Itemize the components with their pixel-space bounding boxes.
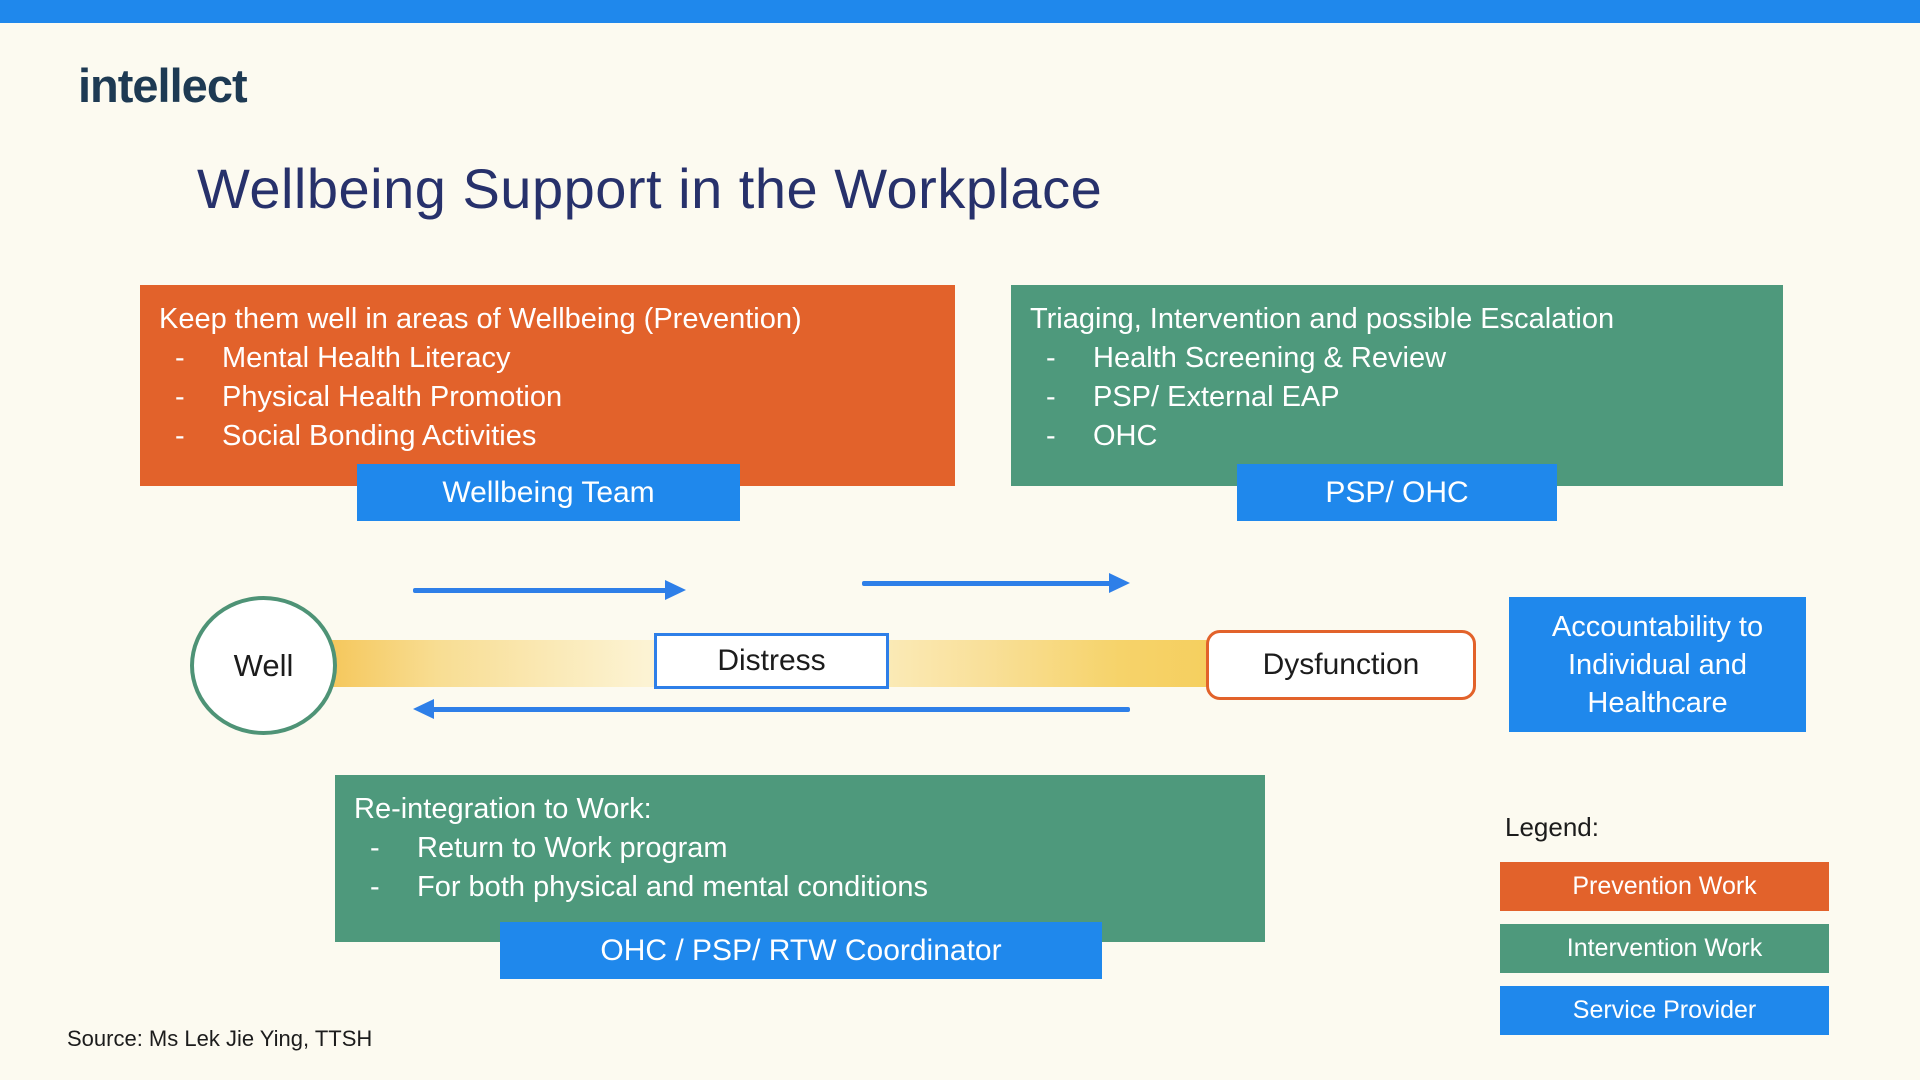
intervention-bullet: - PSP/ External EAP <box>1046 378 1764 417</box>
bullet-dash: - <box>175 342 185 374</box>
source-attribution: Source: Ms Lek Jie Ying, TTSH <box>67 1026 373 1051</box>
stage-well: Well <box>190 596 337 735</box>
reintegration-heading: Re-integration to Work: <box>354 793 652 825</box>
bullet-text: Health Screening & Review <box>1093 342 1447 374</box>
bullet-dash: - <box>370 871 380 903</box>
wellbeing-team-tag: Wellbeing Team <box>357 464 740 521</box>
bullet-dash: - <box>1046 420 1056 452</box>
bullet-text: Social Bonding Activities <box>222 420 537 452</box>
bullet-text: For both physical and mental conditions <box>417 871 929 903</box>
bullet-text: Physical Health Promotion <box>222 381 563 413</box>
arrow-shaft <box>431 707 1130 712</box>
psp-ohc-tag: PSP/ OHC <box>1237 464 1557 521</box>
slide-title: Wellbeing Support in the Workplace <box>197 157 1103 220</box>
intellect-logo: intellect <box>78 59 248 112</box>
legend-item-label: Prevention Work <box>1572 872 1757 900</box>
legend-item-intervention: Intervention Work <box>1500 924 1829 973</box>
bullet-dash: - <box>1046 342 1056 374</box>
arrow-head <box>1109 573 1130 593</box>
stage-distress: Distress <box>654 633 889 689</box>
legend-label: Legend: <box>1505 812 1599 842</box>
flow-arrow-right-icon <box>862 573 1130 593</box>
bullet-dash: - <box>175 381 185 413</box>
reintegration-bullet: - Return to Work program <box>370 829 1246 868</box>
legend-item-label: Intervention Work <box>1566 934 1763 962</box>
intervention-bullet: - OHC <box>1046 417 1764 456</box>
arrow-shaft <box>862 581 1112 586</box>
reintegration-bullet: - For both physical and mental condition… <box>370 868 1246 907</box>
stage-label: Distress <box>717 644 826 677</box>
arrow-head <box>413 699 434 719</box>
bullet-text: Return to Work program <box>417 832 728 864</box>
intervention-bullet: - Health Screening & Review <box>1046 339 1764 378</box>
prevention-bullet: - Physical Health Promotion <box>175 378 936 417</box>
arrow-head <box>665 580 686 600</box>
prevention-bullet: - Mental Health Literacy <box>175 339 936 378</box>
stage-label: Well <box>233 647 294 683</box>
intervention-box: Triaging, Intervention and possible Esca… <box>1011 285 1783 486</box>
rtw-coordinator-tag: OHC / PSP/ RTW Coordinator <box>500 922 1102 979</box>
accountability-text: Accountability to Individual and Healthc… <box>1551 610 1764 719</box>
bullet-dash: - <box>175 420 185 452</box>
flow-arrow-right-icon <box>413 580 686 600</box>
top-accent-bar <box>0 0 1920 23</box>
bullet-text: Mental Health Literacy <box>222 342 511 374</box>
bullet-text: PSP/ External EAP <box>1093 381 1340 413</box>
prevention-box: Keep them well in areas of Wellbeing (Pr… <box>140 285 955 486</box>
arrow-shaft <box>413 588 668 593</box>
stage-label: Dysfunction <box>1262 648 1420 681</box>
flow-arrow-left-icon <box>413 699 1130 719</box>
prevention-heading: Keep them well in areas of Wellbeing (Pr… <box>159 303 802 335</box>
bullet-dash: - <box>370 832 380 864</box>
prevention-bullet: - Social Bonding Activities <box>175 417 936 456</box>
stage-dysfunction: Dysfunction <box>1206 630 1476 700</box>
legend-item-service-provider: Service Provider <box>1500 986 1829 1035</box>
bullet-text: OHC <box>1093 420 1158 452</box>
intervention-heading: Triaging, Intervention and possible Esca… <box>1030 303 1615 335</box>
legend-item-prevention: Prevention Work <box>1500 862 1829 911</box>
bullet-dash: - <box>1046 381 1056 413</box>
reintegration-box: Re-integration to Work: - Return to Work… <box>335 775 1265 942</box>
legend-item-label: Service Provider <box>1572 996 1757 1024</box>
accountability-box: Accountability to Individual and Healthc… <box>1509 597 1806 732</box>
